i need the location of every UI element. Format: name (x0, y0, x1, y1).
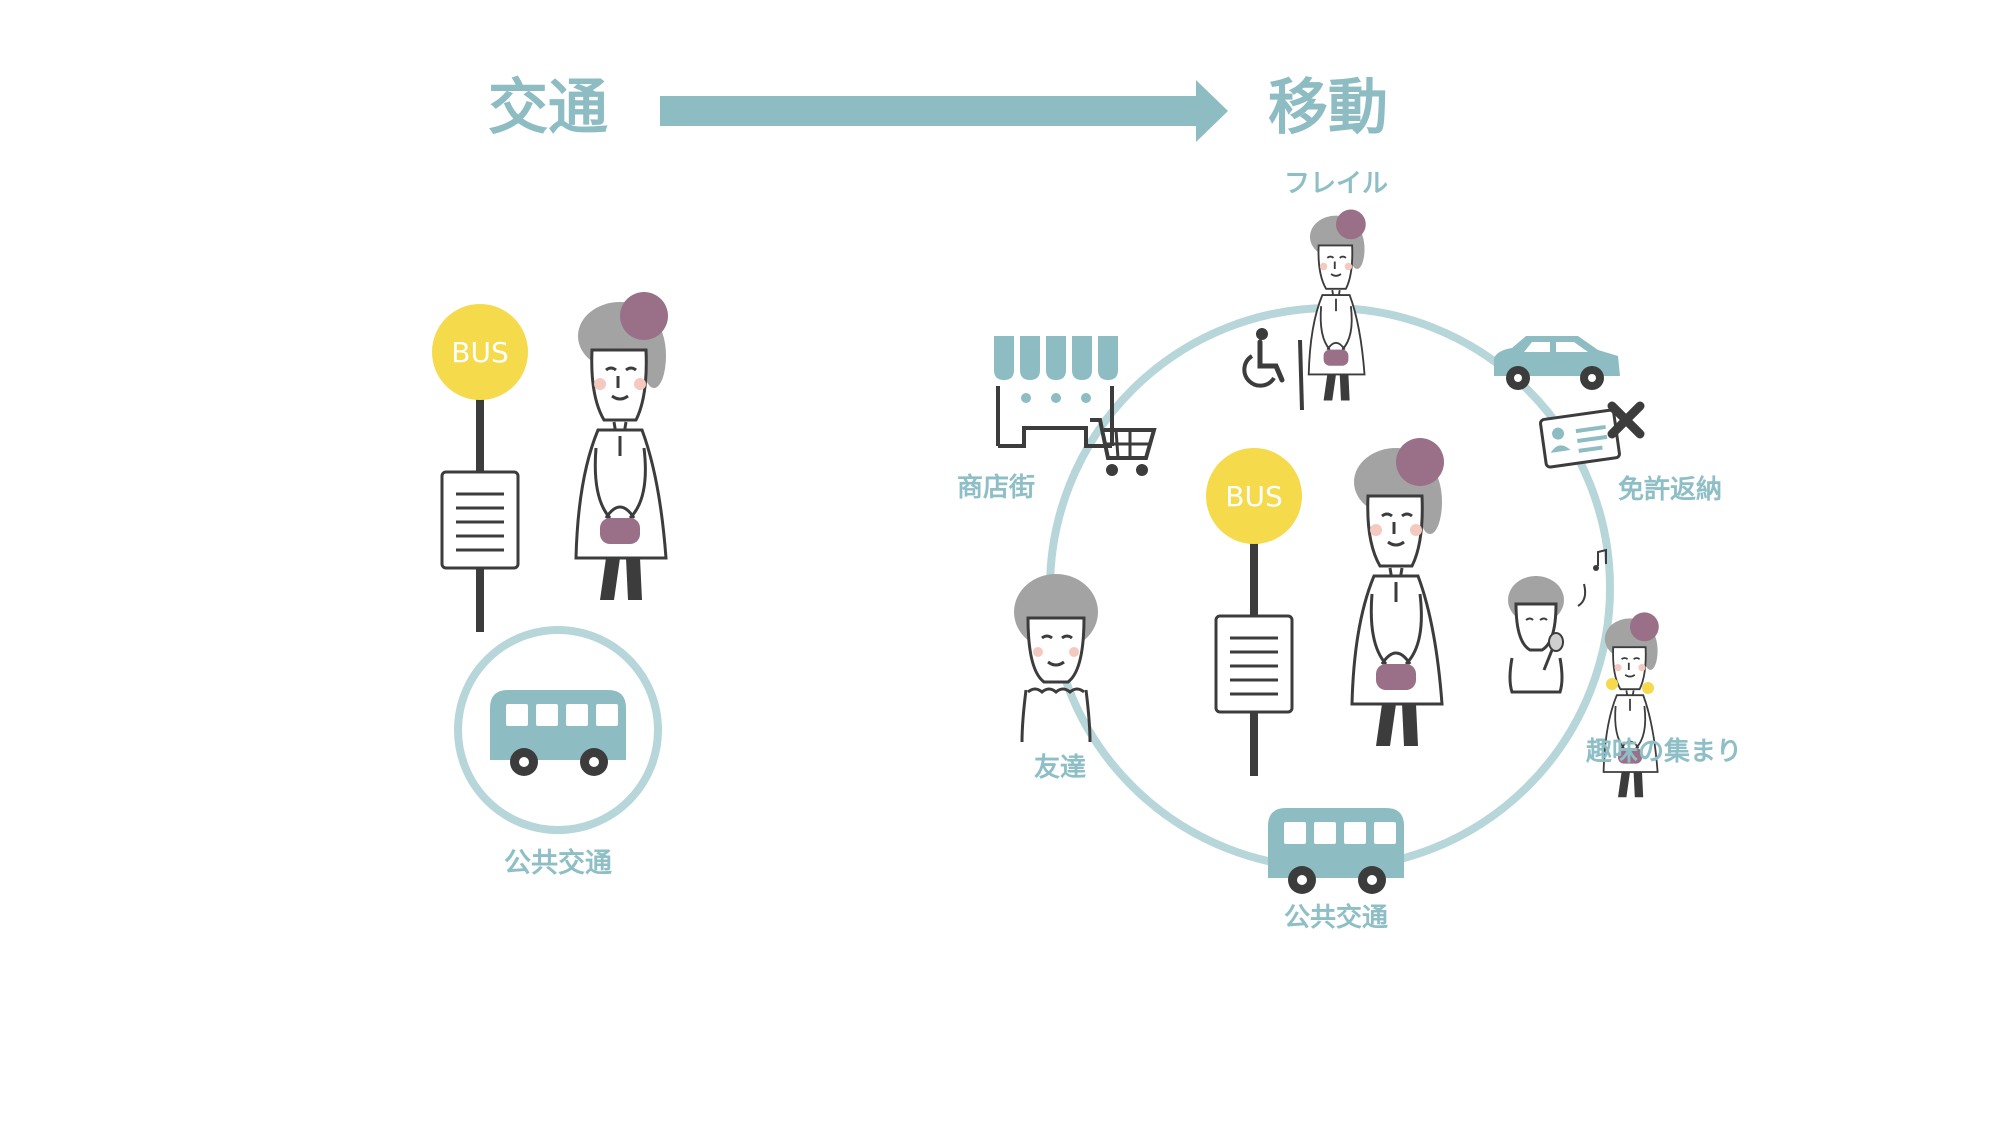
music-note-icon (1577, 548, 1607, 607)
header-right-title: 移動 (1268, 73, 1388, 143)
car-icon (1494, 336, 1620, 390)
label-license: 免許返納 (1618, 474, 1722, 505)
label-shopping: 商店街 (957, 472, 1035, 503)
label-hobby: 趣味の集まり (1585, 736, 1742, 767)
label-frailty: フレイル (1284, 169, 1388, 199)
wheelchair-icon (1242, 328, 1285, 388)
center-bus-stop: BUS (1206, 448, 1302, 776)
center-elderly-woman (1350, 436, 1446, 748)
label-friend: 友達 (1034, 753, 1086, 783)
friend-woman (1014, 574, 1098, 743)
header-left-title: 交通 (488, 73, 608, 143)
walking-cane (1298, 339, 1304, 411)
cross-mark-icon (1607, 401, 1645, 439)
left-transit-label: 公共交通 (504, 847, 612, 879)
center-bus-sign: BUS (1225, 480, 1282, 513)
left-bus-icon (490, 690, 626, 776)
left-bus-sign: BUS (451, 336, 508, 369)
progress-arrow (660, 80, 1228, 142)
label-transit: 公共交通 (1284, 902, 1388, 933)
shop-icon (994, 336, 1118, 448)
license-card-icon (1539, 408, 1621, 469)
left-transit-badge (454, 626, 662, 834)
hobby-group-icon (1508, 548, 1660, 799)
left-bus-stop: BUS (432, 304, 528, 632)
left-elderly-woman (574, 290, 670, 602)
shopping-cart-icon (1090, 418, 1157, 476)
right-bus-icon (1268, 808, 1404, 894)
